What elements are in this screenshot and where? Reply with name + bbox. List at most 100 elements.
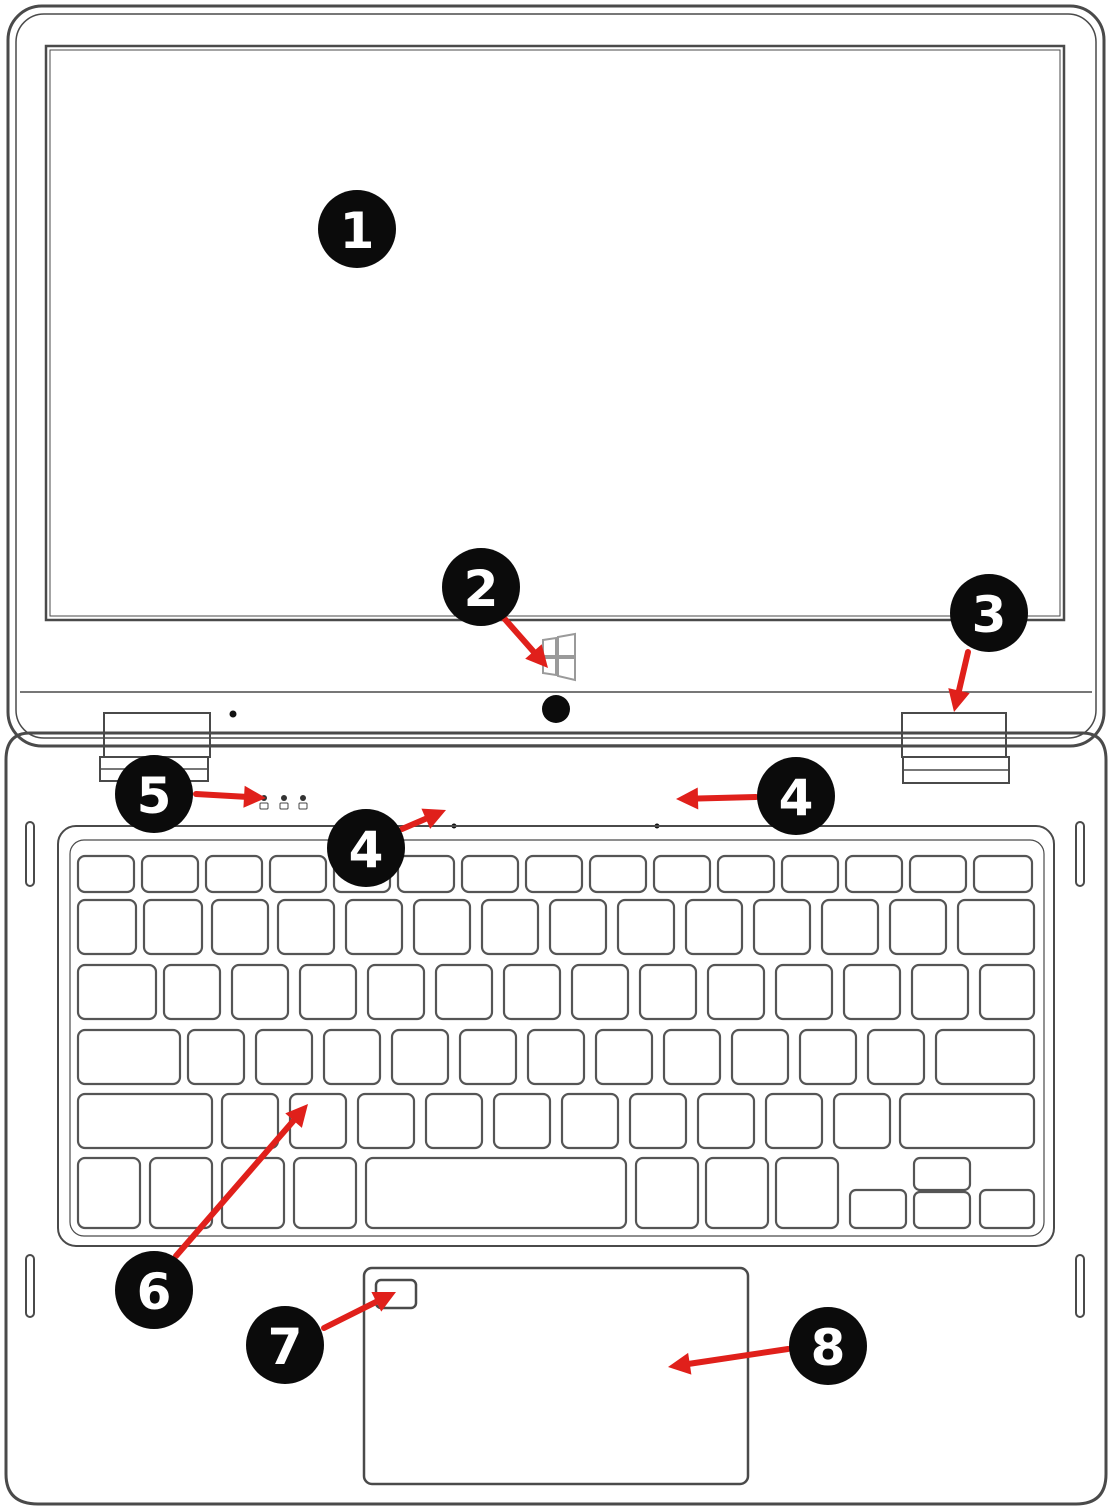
keyboard-key: [820, 898, 880, 956]
callout-4-left: 4: [327, 809, 405, 887]
arrow-4-right-shaft: [694, 794, 759, 802]
arrow-2: [500, 614, 548, 668]
keyboard-key: [842, 963, 902, 1021]
keyboard-key: [76, 854, 136, 894]
callout-7: 7: [246, 1306, 324, 1384]
keyboard-key: [492, 1092, 552, 1150]
keyboard-key: [76, 1092, 214, 1150]
keyboard-key: [956, 898, 1036, 956]
callout-5: 5: [115, 755, 193, 833]
keyboard-key: [230, 963, 290, 1021]
arrow-4-left: [399, 808, 446, 832]
keyboard-key: [502, 963, 562, 1021]
keyboard-key: [76, 963, 158, 1021]
callout-label-4-left: 4: [349, 821, 384, 879]
callout-3: 3: [950, 574, 1028, 652]
keyboard-key: [526, 1028, 586, 1086]
callout-8: 8: [789, 1307, 867, 1385]
keyboard-key: [888, 898, 948, 956]
arrow-4-left-head: [421, 808, 446, 829]
status-indicators: [259, 795, 308, 810]
keyboard-key: [652, 854, 712, 894]
touchpad: [362, 1266, 750, 1486]
keyboard-key: [220, 1092, 280, 1150]
keyboard-key: [972, 854, 1034, 894]
arrow-key: [912, 1156, 972, 1192]
laptop-lid: [6, 4, 1106, 748]
keyboard-key: [204, 854, 264, 894]
keyboard-key: [662, 1028, 722, 1086]
keyboard-key: [424, 1092, 484, 1150]
keyboard-key: [390, 1028, 450, 1086]
arrow-5: [193, 785, 266, 808]
keyboard-key: [730, 1028, 790, 1086]
keyboard-key: [220, 1156, 286, 1230]
keyboard-key: [298, 963, 358, 1021]
keyboard-key: [844, 854, 904, 894]
arrow-key: [848, 1188, 908, 1230]
callout-arrows: [173, 614, 971, 1375]
keyboard-key: [210, 898, 270, 956]
keyboard-key: [764, 1092, 824, 1150]
keyboard-key: [76, 898, 138, 956]
keyboard-key: [142, 898, 204, 956]
callout-2: 2: [442, 548, 520, 626]
keyboard-key: [628, 1092, 688, 1150]
callout-label-7: 7: [268, 1318, 303, 1376]
arrow-3-head: [948, 688, 970, 712]
keyboard-key: [866, 1028, 926, 1086]
keyboard-key: [366, 963, 426, 1021]
keyboard-key: [344, 898, 404, 956]
callout-label-2: 2: [464, 560, 499, 618]
keyboard-key: [898, 1092, 1036, 1150]
keyboard-key: [716, 854, 776, 894]
display-panel: [44, 44, 1066, 622]
callout-label-5: 5: [137, 767, 172, 825]
arrow-5-shaft: [193, 791, 248, 800]
keyboard-key: [560, 1092, 620, 1150]
keyboard-key: [458, 1028, 518, 1086]
keyboard-key: [594, 1028, 654, 1086]
arrow-8: [668, 1346, 791, 1375]
keyboard-keys: [76, 854, 1036, 1230]
arrow-key: [978, 1188, 1036, 1230]
keyboard-key: [480, 898, 540, 956]
keyboard-key: [162, 963, 222, 1021]
arrow-4-right: [676, 787, 759, 810]
keyboard-key: [524, 854, 584, 894]
windows-logo-icon: [542, 632, 576, 682]
keyboard-key: [832, 1092, 892, 1150]
keyboard-key: [268, 854, 328, 894]
keyboard-key: [292, 1156, 358, 1230]
keyboard-key: [934, 1028, 1036, 1086]
arrow-6-shaft: [173, 1117, 297, 1259]
keyboard-key: [780, 854, 840, 894]
arrow-2-head: [525, 644, 548, 668]
keyboard-key: [910, 963, 970, 1021]
arrow-2-shaft: [500, 614, 537, 655]
arrow-key: [912, 1190, 972, 1230]
keyboard-key: [616, 898, 676, 956]
callout-label-1: 1: [340, 202, 375, 260]
keyboard-key: [322, 1028, 382, 1086]
arrow-4-left-shaft: [399, 815, 429, 832]
arrow-6-head: [285, 1104, 308, 1128]
keyboard-key: [148, 1156, 214, 1230]
right-hinge: [901, 712, 1010, 784]
callout-4-right: 4: [757, 757, 835, 835]
sensor-dot: [229, 710, 237, 718]
keyboard-key: [76, 1028, 182, 1086]
callout-label-6: 6: [137, 1263, 172, 1321]
keyboard-key: [356, 1092, 416, 1150]
keyboard-key: [396, 854, 456, 894]
arrow-7: [321, 1292, 396, 1331]
keyboard-key: [798, 1028, 858, 1086]
keyboard-key: [140, 854, 200, 894]
keyboard-key: [548, 898, 608, 956]
arrow-8-head: [668, 1352, 692, 1375]
keyboard-key: [696, 1092, 756, 1150]
keyboard-key: [684, 898, 744, 956]
keyboard-key: [752, 898, 812, 956]
arrow-3-shaft: [955, 649, 971, 694]
